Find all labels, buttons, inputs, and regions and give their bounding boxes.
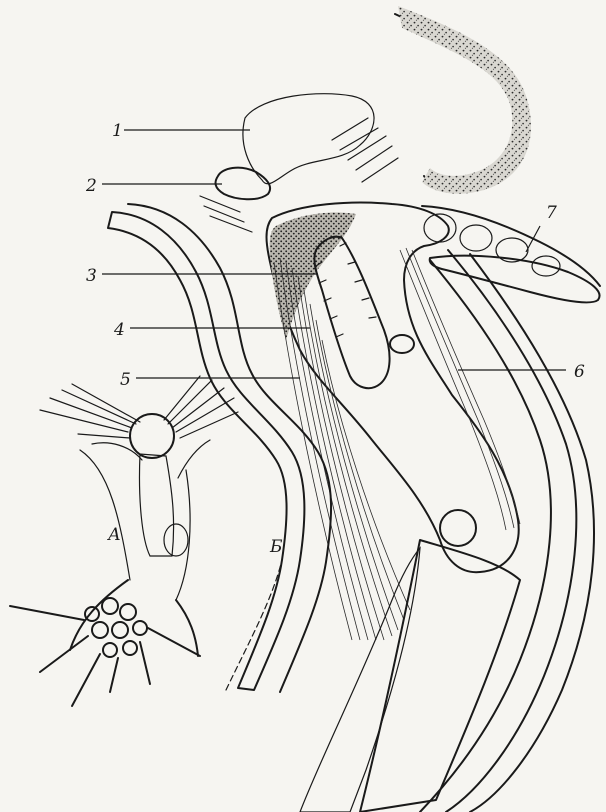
label-7: 7 [546, 203, 557, 223]
label-inset-a: А [107, 525, 121, 545]
joint-circle [440, 510, 476, 546]
structure-7-segments [424, 214, 560, 276]
top-tube-band [398, 6, 531, 194]
label-4: 4 [113, 320, 125, 340]
structure-2-body [216, 168, 271, 200]
lower-bone [360, 540, 520, 812]
label-2: 2 [85, 176, 97, 196]
structure-6-fibers [400, 248, 520, 530]
label-6: 6 [574, 362, 585, 382]
label-3: 3 [86, 266, 97, 286]
leader-7 [526, 226, 540, 252]
label-1: 1 [112, 121, 123, 141]
dashed-wall [226, 560, 282, 690]
structure-3-cavity [314, 237, 389, 388]
lower-bone-2 [300, 548, 420, 812]
structure-1-blob [243, 94, 374, 184]
outer-tube-right [420, 250, 594, 812]
knob [390, 335, 414, 353]
label-main-b: Б [269, 537, 283, 557]
inset-a-figure [10, 376, 238, 706]
label-5: 5 [120, 370, 131, 390]
